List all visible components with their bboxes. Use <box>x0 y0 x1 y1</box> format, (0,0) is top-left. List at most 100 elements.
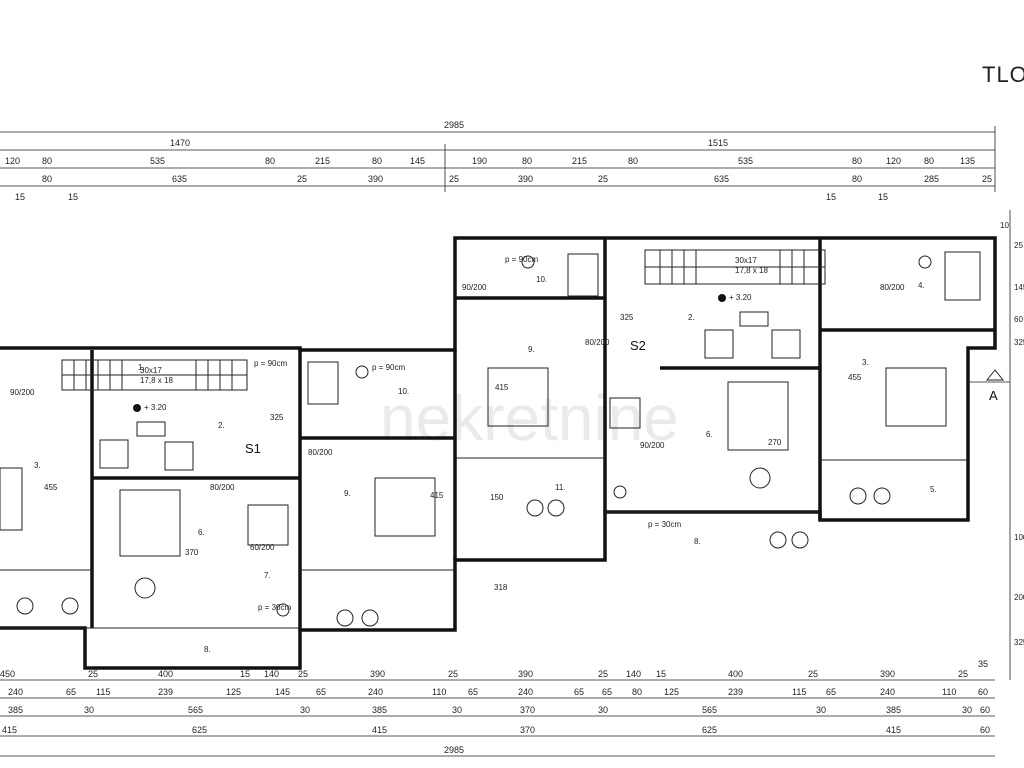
dim-tick-label: 390 <box>518 669 533 679</box>
dim-tick-label: 140 <box>264 669 279 679</box>
dim-tick-label: 30 <box>300 705 310 715</box>
dim-tick-label: 80 <box>924 156 934 166</box>
dim-top-1515: 1515 <box>708 138 728 148</box>
dim-tick-label: 215 <box>315 156 330 166</box>
dim-tick-label: 635 <box>714 174 729 184</box>
room-number: 10. <box>536 275 547 284</box>
dim-tick-label: 145 <box>410 156 425 166</box>
dim-tick-label: 30 <box>816 705 826 715</box>
dim-tick-label: 145 <box>275 687 290 697</box>
right-dim: 325 <box>1014 638 1024 647</box>
room-number: 9. <box>344 489 351 498</box>
dim-tick-label: 415 <box>2 725 17 735</box>
dim-row-3: 120 80 535 80 215 80 145 190 80 215 80 5… <box>5 156 975 166</box>
dim-tick-label: 535 <box>150 156 165 166</box>
dim-tick-label: 80 <box>265 156 275 166</box>
dim-tick-label: 415 <box>886 725 901 735</box>
dim-tick-label: 400 <box>158 669 173 679</box>
dim-tick-label: 390 <box>370 669 385 679</box>
dim-row-4: 80 635 25 390 25 390 25 635 80 285 25 <box>42 174 992 184</box>
room-number: 8. <box>204 645 211 654</box>
dim-tick-label: 125 <box>664 687 679 697</box>
room-number: 11. <box>555 483 566 492</box>
dim-tick-label: 25 <box>598 174 608 184</box>
dim-tick-label: 385 <box>372 705 387 715</box>
section-marker <box>968 369 1010 383</box>
dim-tick-label: 25 <box>808 669 818 679</box>
dim-15: 15 <box>878 192 888 202</box>
inner-dim: 415 <box>430 491 444 500</box>
room-number: 2. <box>688 313 695 322</box>
dim-tick-label: 120 <box>886 156 901 166</box>
room-number: 6. <box>198 528 205 537</box>
dim-tick-label: 80 <box>42 156 52 166</box>
room-number: 4. <box>918 281 925 290</box>
door-size: 80/200 <box>880 283 905 292</box>
inner-dim: 455 <box>44 483 58 492</box>
staircase-left <box>61 359 248 391</box>
inner-dim: 325 <box>620 313 634 322</box>
dim-tick-label: 240 <box>368 687 383 697</box>
dim-tick-label: 25 <box>297 174 307 184</box>
dim-tick-label: 240 <box>880 687 895 697</box>
dim-tick-label: 450 <box>0 669 15 679</box>
window-note: p = 30cm <box>648 520 681 529</box>
dim-tick-label: 625 <box>192 725 207 735</box>
right-dim: 25 <box>1014 241 1023 250</box>
dim-tick-label: 25 <box>982 174 992 184</box>
level-marker <box>718 294 726 302</box>
right-dim: 100 <box>1014 533 1024 542</box>
inner-dim: 270 <box>768 438 782 447</box>
dim-tick-label: 25 <box>88 669 98 679</box>
door-size: 60/200 <box>250 543 275 552</box>
door-size: 90/200 <box>640 441 665 450</box>
dim-tick-label: 15 <box>656 669 666 679</box>
dim-tick-label: 140 <box>626 669 641 679</box>
door-size: 80/200 <box>308 448 333 457</box>
room-number: 5. <box>930 485 937 494</box>
inner-dim: 455 <box>848 373 862 382</box>
dim-tick-label: 80 <box>372 156 382 166</box>
dim-tick-label: 80 <box>42 174 52 184</box>
level-marker <box>133 404 141 412</box>
dim-tick-label: 65 <box>602 687 612 697</box>
dim-tick-label: 535 <box>738 156 753 166</box>
inner-dimensions: 318 150 455 325 415 415 370 325 455 270 <box>44 313 862 592</box>
staircase-right <box>644 249 826 285</box>
door-size: 80/200 <box>585 338 610 347</box>
building-walls <box>0 236 997 670</box>
dim-overall-bottom: 2985 <box>444 745 464 755</box>
room-number: 10. <box>398 387 409 396</box>
inner-dim: 415 <box>495 383 509 392</box>
window-note: p = 90cm <box>505 255 538 264</box>
dim-tick-label: 115 <box>792 687 806 697</box>
dim-tick-label: 390 <box>368 174 383 184</box>
dim-tick-label: 60 <box>978 687 988 697</box>
dim-tick-label: 80 <box>852 156 862 166</box>
dim-15: 15 <box>15 192 25 202</box>
dim-tick-label: 80 <box>852 174 862 184</box>
unit-label-s1: S1 <box>245 441 261 456</box>
room-number: 3. <box>34 461 41 470</box>
dim-tick-label: 110 <box>432 687 446 697</box>
dim-tick-label: 239 <box>158 687 173 697</box>
dim-15: 15 <box>68 192 78 202</box>
dim-tick-label: 370 <box>520 705 535 715</box>
door-size: 90/200 <box>10 388 35 397</box>
dim-tick-label: 60 <box>980 725 990 735</box>
dim-tick-label: 60 <box>980 705 990 715</box>
dim-tick-label: 25 <box>598 669 608 679</box>
room-number: 7. <box>264 571 271 580</box>
dim-tick-label: 80 <box>632 687 642 697</box>
bottom-dim-row-2: 240 65 115 239 125 145 65 240 110 65 240… <box>8 687 988 697</box>
right-dim: 10 <box>1000 221 1009 230</box>
dim-tick-label: 30 <box>598 705 608 715</box>
inner-dim: 318 <box>494 583 508 592</box>
unit-label-s2: S2 <box>630 338 646 353</box>
dim-tick-label: 25 <box>958 669 968 679</box>
dim-tick-label: 25 <box>298 669 308 679</box>
bottom-dim-row-4: 415 625 415 370 625 415 60 <box>2 725 990 735</box>
window-note: p = 90cm <box>254 359 287 368</box>
dim-tick-label: 240 <box>518 687 533 697</box>
sheet-title: TLO <box>982 62 1024 87</box>
